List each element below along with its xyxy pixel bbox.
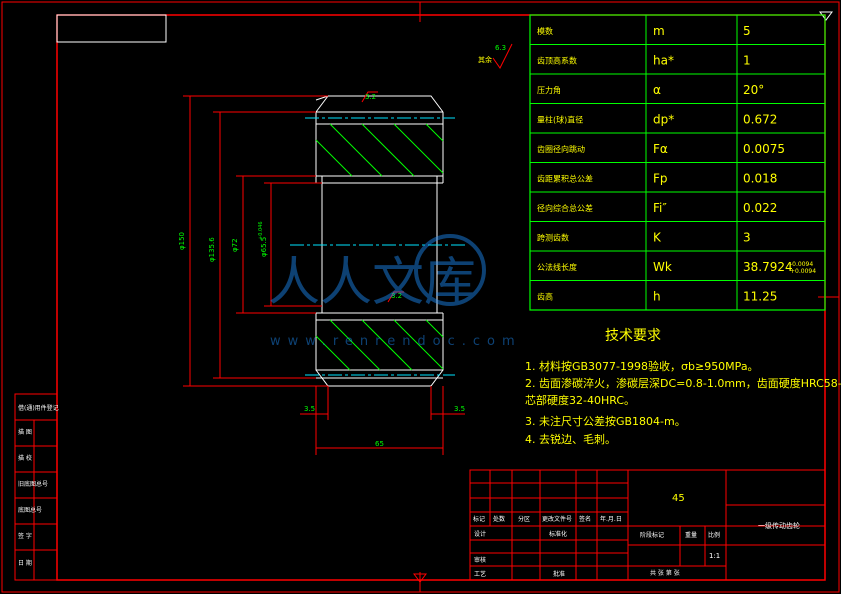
orientation-arrow (413, 573, 427, 583)
param-symbol: dp* (653, 112, 674, 126)
param-symbol: K (653, 230, 662, 244)
param-name: 跨测齿数 (537, 232, 569, 242)
param-tol-upper: -0.0094 (790, 261, 813, 268)
tb-material: 45 (672, 493, 685, 504)
param-value: 11.25 (743, 289, 777, 303)
param-value: 0.022 (743, 201, 777, 215)
side-table-label: 描 校 (18, 454, 32, 462)
param-name: 压力角 (537, 85, 561, 95)
param-name: 齿顶高系数 (537, 55, 577, 65)
dim-outer: φ150 (178, 232, 186, 250)
param-value: 5 (743, 24, 751, 38)
param-value: 0.0075 (743, 142, 785, 156)
side-table (14, 393, 58, 581)
tb-weight: 重量 (685, 531, 697, 539)
param-symbol: Fα (653, 142, 668, 156)
watermark-url: www.renrendoc.com (270, 334, 522, 349)
dim-inner: φ65.5 (260, 237, 268, 257)
title-block-text: 45 一级传动齿轮 1:1 标记 处数 分区 更改文件号 签名 年.月.日 设计… (473, 493, 800, 578)
side-table-label: 底图总号 (18, 506, 42, 514)
param-value: 0.672 (743, 112, 777, 126)
gear-section (290, 95, 468, 387)
svg-text:其余: 其余 (478, 55, 492, 64)
tb-label-date: 年.月.日 (600, 515, 622, 523)
side-table-label: 旧底图总号 (18, 480, 48, 488)
tech-requirements: 技术要求 1. 材料按GB3077-1998验收，σb≥950MPa。 2. 齿… (525, 328, 841, 446)
tech-item-2: 2. 齿面渗碳淬火，渗碳层深DC=0.8-1.0mm，齿面硬度HRC58-62， (525, 376, 841, 390)
orientation-arrow-top (819, 11, 833, 21)
tb-approve: 批准 (553, 570, 565, 578)
side-table-label: 签 字 (18, 532, 32, 540)
watermark: 人人文库 www.renrendoc.com (268, 234, 522, 349)
param-value: 20° (743, 83, 764, 97)
param-symbol: Wk (653, 260, 672, 274)
param-symbol: Fi″ (653, 201, 667, 215)
tech-item-1: 1. 材料按GB3077-1998验收，σb≥950MPa。 (525, 359, 759, 373)
rough-top: 3.2 (365, 93, 376, 101)
roughness-symbol: 其余 6.3 (478, 43, 513, 69)
param-value: 1 (743, 53, 751, 67)
tb-role-design: 设计 (474, 530, 486, 538)
param-name: 公法线长度 (537, 262, 577, 272)
param-name: 齿距累积总公差 (537, 173, 593, 183)
side-table-label: 借(通)用件登记 (18, 404, 59, 412)
dim-chamfer-right: 3.5 (454, 405, 465, 413)
tech-title: 技术要求 (605, 328, 661, 344)
svg-text:6.3: 6.3 (495, 44, 506, 52)
tb-stage: 阶段标记 (640, 531, 664, 539)
tb-scale: 1:1 (709, 552, 720, 560)
param-value: 3 (743, 230, 751, 244)
watermark-logo: 人人文库 (268, 253, 476, 313)
tb-scale-label: 比例 (708, 531, 720, 539)
tb-role-process: 工艺 (474, 570, 486, 578)
dim-width: 65 (375, 440, 384, 448)
tb-label-mark: 标记 (473, 515, 485, 523)
tech-item-3: 芯部硬度32-40HRC。 (525, 393, 635, 407)
tb-label-sign: 签名 (579, 515, 591, 523)
param-name: 齿高 (537, 291, 553, 301)
param-symbol: Fp (653, 171, 668, 185)
tb-std: 标准化 (549, 530, 567, 538)
rough-mid: 3.2 (391, 292, 402, 300)
dimension-texts: φ150 φ135.6 φ72 φ65.5 +0.046 3.2 3.2 3.5… (178, 93, 465, 448)
tech-item-5: 4. 去锐边、毛刺。 (525, 432, 616, 446)
param-name: 模数 (537, 26, 553, 36)
tb-part-name: 一级传动齿轮 (758, 521, 800, 530)
param-name: 量柱(球)直径 (537, 114, 583, 124)
param-symbol: ha* (653, 53, 674, 67)
param-symbol: h (653, 289, 661, 303)
tb-label-zone: 分区 (518, 515, 530, 523)
drawing-number-box (56, 14, 167, 43)
title-block (469, 469, 826, 581)
dim-inner-tol: +0.046 (258, 221, 264, 240)
dim-bore: φ72 (231, 238, 239, 252)
tb-label-file: 更改文件号 (542, 515, 572, 523)
tech-item-4: 3. 未注尺寸公差按GB1804-m。 (525, 414, 686, 428)
param-tol-lower: +0.0094 (790, 268, 816, 275)
dim-chamfer-left: 3.5 (304, 405, 315, 413)
param-value: 38.7924 (743, 260, 793, 274)
param-symbol: m (653, 24, 665, 38)
dimension-lines (183, 91, 465, 455)
side-table-label: 日 期 (18, 559, 32, 567)
tb-sheets: 共 张 第 张 (650, 569, 680, 577)
param-value: 0.018 (743, 171, 777, 185)
param-name: 齿圈径向跳动 (537, 144, 585, 154)
tb-role-review: 审核 (474, 556, 486, 564)
param-symbol: α (653, 83, 661, 97)
param-rows: 模数 m 5 齿顶高系数 ha* 1 压力角 α 20° 量柱(球)直径 dp* 0.672 齿圈径向跳… (530, 24, 825, 303)
param-name: 径向综合总公差 (537, 203, 593, 213)
dim-mid: φ135.6 (208, 237, 216, 262)
side-table-label: 描 图 (18, 428, 32, 436)
tb-label-count: 处数 (493, 515, 505, 523)
